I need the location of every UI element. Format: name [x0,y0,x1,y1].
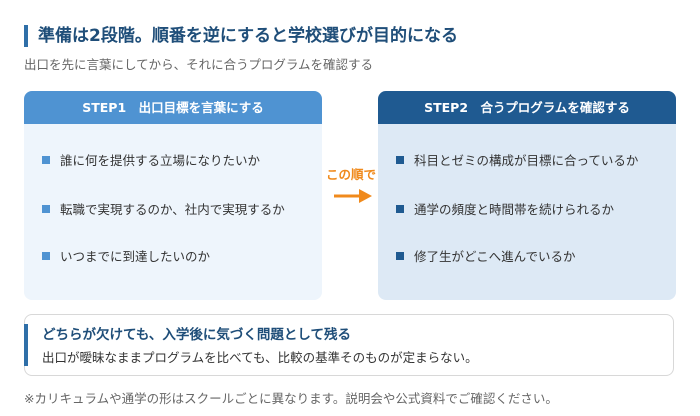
list-item-text: いつまでに到達したいのか [60,249,211,264]
list-item-text: 修了生がどこへ進んでいるか [414,249,576,264]
list-item: 科目とゼミの構成が目標に合っているか [396,150,638,169]
page-subtitle: 出口を先に言葉にしてから、それに合うプログラムを確認する [24,57,374,72]
list-item: いつまでに到達したいのか [42,246,210,265]
list-item: 修了生がどこへ進んでいるか [396,246,576,265]
arrow-label: この順で [325,167,376,182]
warning-title: どちらが欠けても、入学後に気づく問題として残る [42,327,352,343]
list-item-text: 通学の頻度と時間帯を続けられるか [414,202,615,217]
list-item-text: 転職で実現するのか、社内で実現するか [60,202,285,217]
page-title: 準備は2段階。順番を逆にすると学校選びが目的になる [24,25,458,47]
step1-header: STEP1 出口目標を言葉にする [24,91,322,124]
square-bullet-icon [42,251,50,260]
square-bullet-icon [396,204,404,213]
step1-card: STEP1 出口目標を言葉にする 誰に何を提供する立場になりたいか 転職で実現す… [24,91,322,300]
list-item-text: 誰に何を提供する立場になりたいか [60,153,261,168]
square-bullet-icon [42,204,50,213]
warning-box [24,314,674,376]
step2-card: STEP2 合うプログラムを確認する 科目とゼミの構成が目標に合っているか 通学… [378,91,676,300]
list-item-text: 科目とゼミの構成が目標に合っているか [414,153,639,168]
warning-accent-bar [24,324,28,366]
footnote: ※カリキュラムや通学の形はスクールごとに異なります。説明会や公式資料でご確認くだ… [24,391,558,406]
warning-body: 出口が曖昧なままプログラムを比べても、比較の基準そのものが定まらない。 [42,350,478,365]
list-item: 通学の頻度と時間帯を続けられるか [396,199,614,218]
list-item: 誰に何を提供する立場になりたいか [42,150,260,169]
square-bullet-icon [396,155,404,164]
arrow-right-icon [334,189,372,203]
step2-header: STEP2 合うプログラムを確認する [378,91,676,124]
list-item: 転職で実現するのか、社内で実現するか [42,199,285,218]
square-bullet-icon [396,251,404,260]
square-bullet-icon [42,155,50,164]
